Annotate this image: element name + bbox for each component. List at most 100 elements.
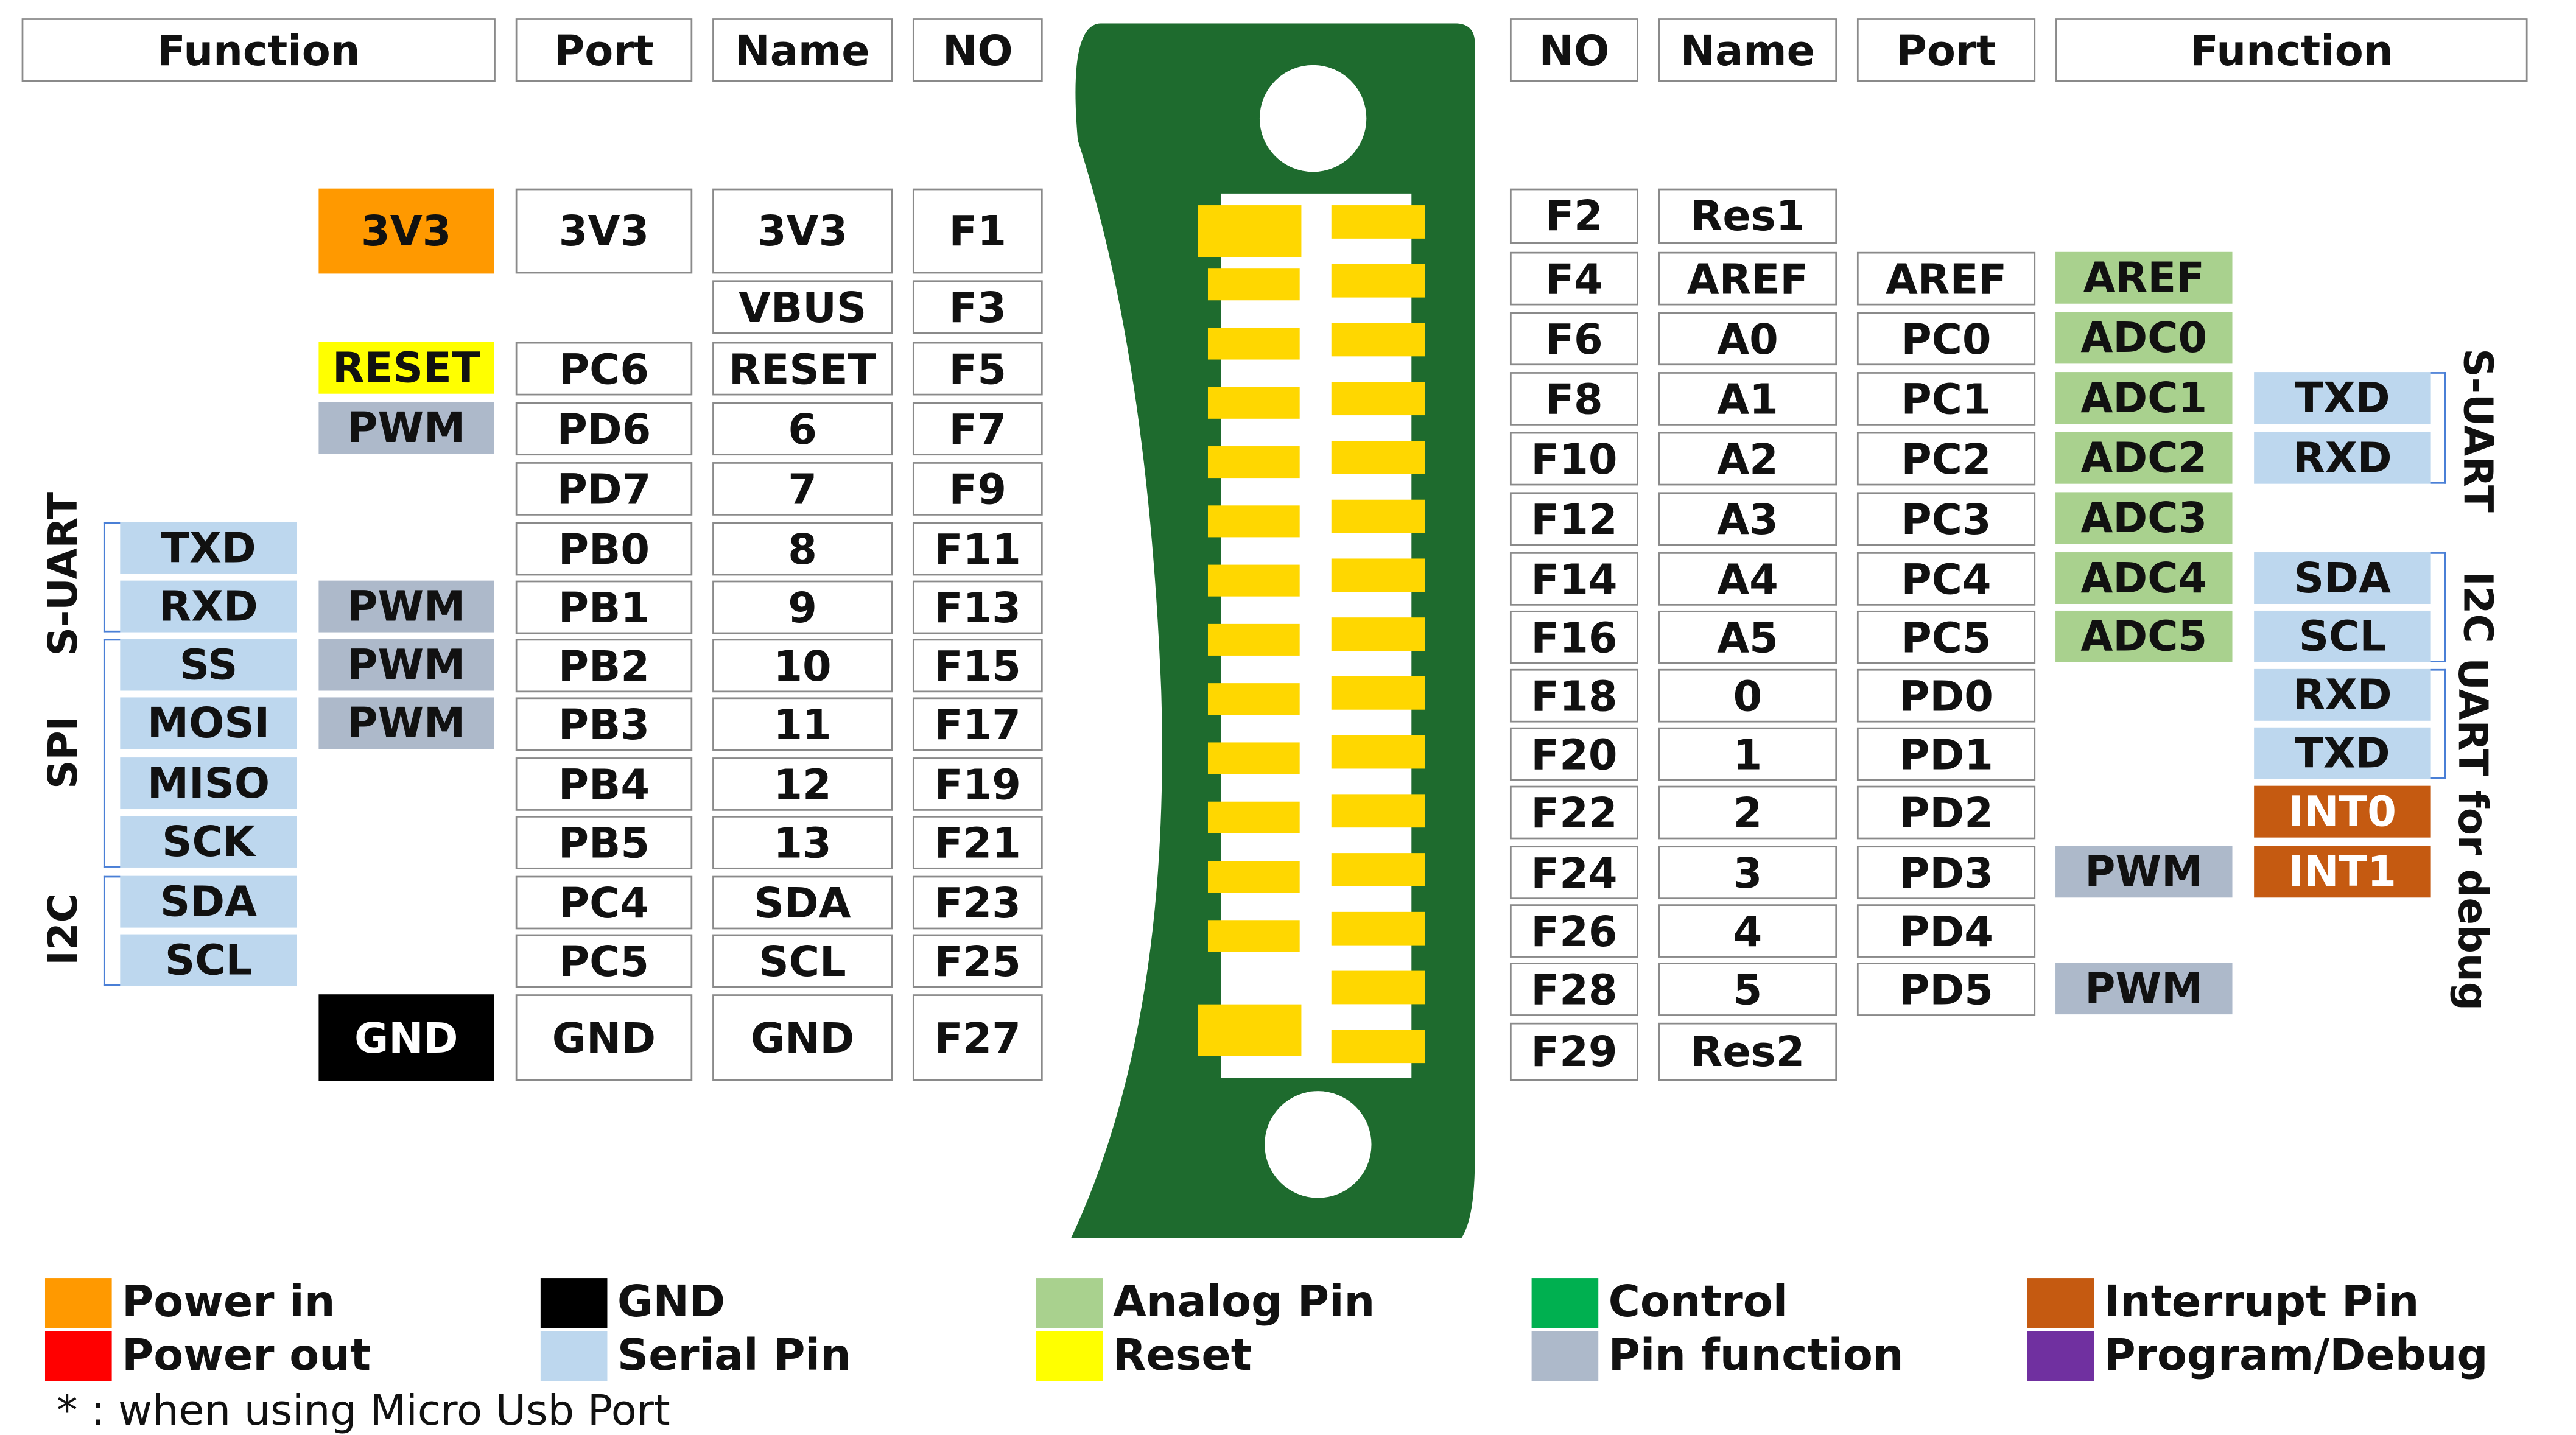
right-no-f2: F2 (1509, 188, 1638, 244)
contact-pad-left (1198, 1004, 1302, 1056)
left-port-f25: PC5 (515, 934, 693, 988)
contact-pad-right (1331, 323, 1425, 357)
left-name-f1: 3V3 (712, 188, 893, 274)
right-port-f14: PC4 (1856, 552, 2036, 606)
left-name-f7: 6 (712, 402, 893, 456)
contact-pad-right (1331, 617, 1425, 651)
left-name-f5: RESET (712, 342, 893, 396)
left-func-reset: RESET (318, 342, 494, 394)
legend-swatch (1036, 1278, 1103, 1328)
contact-pad-left (1207, 564, 1300, 597)
bracket-left-spi (103, 639, 121, 868)
right-port-f10: PC2 (1856, 432, 2036, 486)
left-port-f23: PC4 (515, 875, 693, 930)
left-func2-rxd: RXD (120, 580, 297, 633)
legend-serial-pin: Serial Pin (540, 1331, 851, 1381)
left-no-f17: F17 (912, 697, 1043, 751)
legend-analog-pin: Analog Pin (1036, 1278, 1375, 1328)
right-func-adc0: ADC0 (2055, 312, 2233, 364)
left-port-f27: GND (515, 994, 693, 1081)
left-port-f21: PB5 (515, 816, 693, 869)
left-func-pwm-f7: PWM (318, 402, 494, 454)
legend-program-debug: Program/Debug (2027, 1331, 2488, 1381)
right-func2-txd-debug: TXD (2254, 727, 2431, 779)
right-no-f4: F4 (1509, 251, 1638, 306)
left-no-f19: F19 (912, 757, 1043, 811)
right-func-adc4: ADC4 (2055, 552, 2233, 604)
left-no-f23: F23 (912, 875, 1043, 930)
legend-label: Pin function (1608, 1331, 1904, 1381)
right-name-f24: 3 (1658, 846, 1837, 900)
right-name-f22: 2 (1658, 785, 1837, 840)
contact-pad-left (1198, 205, 1302, 258)
legend-label: Analog Pin (1112, 1278, 1375, 1328)
legend-label: Interrupt Pin (2104, 1278, 2420, 1328)
right-func-adc5: ADC5 (2055, 610, 2233, 662)
left-no-f21: F21 (912, 816, 1043, 869)
right-func2-int0: INT0 (2254, 785, 2431, 838)
right-name-f29: Res2 (1658, 1022, 1837, 1081)
left-port-f9: PD7 (515, 462, 693, 516)
right-func2-rxd-suart: RXD (2254, 432, 2431, 484)
connector-board (1071, 23, 1475, 1238)
left-func2-txd: TXD (120, 522, 297, 574)
left-name-f9: 7 (712, 462, 893, 516)
bracket-right-suart (2430, 372, 2446, 484)
legend-label: Power out (122, 1331, 371, 1381)
left-no-f11: F11 (912, 522, 1043, 576)
legend-gnd: GND (540, 1278, 725, 1328)
right-port-f26: PD4 (1856, 904, 2036, 958)
left-name-f15: 10 (712, 639, 893, 693)
contact-pad-left (1207, 328, 1300, 360)
header-no-right: NO (1509, 18, 1638, 82)
right-port-f4: AREF (1856, 251, 2036, 306)
legend-label: Power in (122, 1278, 335, 1328)
right-port-f8: PC1 (1856, 372, 2036, 426)
right-func2-scl: SCL (2254, 610, 2431, 662)
left-name-f25: SCL (712, 934, 893, 988)
left-name-f19: 12 (712, 757, 893, 811)
header-port-right: Port (1856, 18, 2036, 82)
contact-pad-left (1207, 742, 1300, 774)
right-no-f22: F22 (1509, 785, 1638, 840)
left-func2-mosi: MOSI (120, 697, 297, 749)
legend-power-out: Power out (44, 1331, 371, 1381)
right-name-f6: A0 (1658, 312, 1837, 366)
footnote: * : when using Micro Usb Port (57, 1386, 670, 1435)
right-name-f14: A4 (1658, 552, 1837, 606)
left-port-f13: PB1 (515, 580, 693, 634)
legend-swatch (2027, 1278, 2094, 1328)
left-no-f27: F27 (912, 994, 1043, 1081)
header-no-left: NO (912, 18, 1043, 82)
header-function-right: Function (2055, 18, 2528, 82)
right-func2-rxd-debug: RXD (2254, 668, 2431, 721)
legend-interrupt-pin: Interrupt Pin (2027, 1278, 2419, 1328)
legend-swatch (1531, 1331, 1599, 1381)
left-name-f17: 11 (712, 697, 893, 751)
legend-swatch (44, 1331, 112, 1381)
legend-label: Control (1608, 1278, 1788, 1328)
right-port-f22: PD2 (1856, 785, 2036, 840)
right-port-f18: PD0 (1856, 668, 2036, 723)
contact-pad-right (1331, 970, 1425, 1005)
legend-swatch (44, 1278, 112, 1328)
left-port-f7: PD6 (515, 402, 693, 456)
right-port-f6: PC0 (1856, 312, 2036, 366)
left-no-f3: F3 (912, 280, 1043, 334)
contact-pad-right (1331, 1030, 1425, 1064)
right-no-f16: F16 (1509, 610, 1638, 664)
right-no-f29: F29 (1509, 1022, 1638, 1081)
group-label-left-i2c: I2C (40, 893, 87, 966)
left-func-gnd: GND (318, 994, 494, 1081)
header-function-left: Function (21, 18, 496, 82)
right-name-f2: Res1 (1658, 188, 1837, 244)
contact-pad-right (1331, 440, 1425, 474)
legend-label: Reset (1112, 1331, 1252, 1381)
right-no-f8: F8 (1509, 372, 1638, 426)
contact-pad-right (1331, 853, 1425, 886)
legend-pin-function: Pin function (1531, 1331, 1904, 1381)
bracket-left-i2c (103, 875, 121, 986)
legend-control: Control (1531, 1278, 1788, 1328)
left-func-pwm-f17: PWM (318, 697, 494, 749)
pads-right (1331, 205, 1425, 1064)
